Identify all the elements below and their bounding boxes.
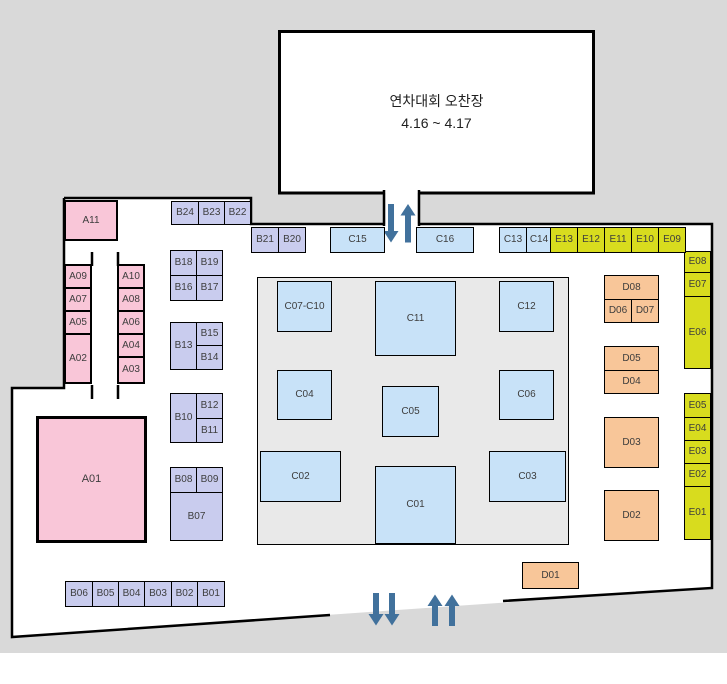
bottom-entry-arrow-up-icon-2 xyxy=(444,594,460,626)
booth-a08: A08 xyxy=(117,287,145,312)
booth-b05: B05 xyxy=(92,581,119,607)
booth-d05: D05 xyxy=(604,346,659,371)
booth-b07: B07 xyxy=(170,492,223,541)
booth-a05: A05 xyxy=(64,310,92,335)
booth-b12: B12 xyxy=(196,393,223,419)
booth-c12: C12 xyxy=(499,281,554,332)
booth-e11: E11 xyxy=(604,227,632,253)
bottom-exit-arrow-down-icon-2 xyxy=(384,593,400,626)
top-exit-arrow-down-icon xyxy=(383,204,399,243)
booth-c04: C04 xyxy=(277,370,332,420)
luncheon-hall-title: 연차대회 오찬장 xyxy=(389,92,484,109)
booth-c02: C02 xyxy=(260,451,341,502)
booth-e10: E10 xyxy=(631,227,659,253)
hall-walls xyxy=(10,190,714,639)
booth-e13: E13 xyxy=(550,227,578,253)
booth-e04: E04 xyxy=(684,417,711,441)
booth-e08: E08 xyxy=(684,251,711,273)
booth-b15: B15 xyxy=(196,322,223,346)
bottom-exit-arrow-down-icon-1 xyxy=(368,593,384,626)
booth-b14: B14 xyxy=(196,345,223,370)
booth-e01: E01 xyxy=(684,486,711,540)
booth-b20: B20 xyxy=(278,227,306,253)
booth-b04: B04 xyxy=(118,581,145,607)
booth-c03: C03 xyxy=(489,451,566,502)
booth-d01: D01 xyxy=(522,562,579,589)
booth-d02: D02 xyxy=(604,490,659,541)
booth-b11: B11 xyxy=(196,418,223,443)
booth-a03: A03 xyxy=(117,356,145,384)
booth-b08: B08 xyxy=(170,467,197,493)
booth-e02: E02 xyxy=(684,463,711,487)
booth-a01: A01 xyxy=(36,416,147,543)
booth-b10: B10 xyxy=(170,393,197,443)
booth-b16: B16 xyxy=(170,275,197,301)
booth-e05: E05 xyxy=(684,393,711,418)
booth-a10: A10 xyxy=(117,264,145,289)
booth-b01: B01 xyxy=(197,581,225,607)
booth-a06: A06 xyxy=(117,310,145,335)
booth-c05: C05 xyxy=(382,386,439,437)
booth-d03: D03 xyxy=(604,417,659,468)
booth-d08: D08 xyxy=(604,275,659,300)
booth-d07: D07 xyxy=(631,299,659,323)
bottom-entry-arrow-up-icon-1 xyxy=(427,594,443,626)
booth-d06: D06 xyxy=(604,299,632,323)
booth-c16: C16 xyxy=(416,227,474,253)
booth-b19: B19 xyxy=(196,250,223,276)
luncheon-hall-dates: 4.16 ~ 4.17 xyxy=(401,115,472,131)
booth-b24: B24 xyxy=(171,201,199,225)
booth-e07: E07 xyxy=(684,272,711,297)
luncheon-hall: 연차대회 오찬장 4.16 ~ 4.17 xyxy=(277,29,596,195)
booth-c06: C06 xyxy=(499,370,554,420)
luncheon-room-outline xyxy=(278,30,595,195)
booth-b23: B23 xyxy=(198,201,225,225)
booth-a11: A11 xyxy=(64,200,118,241)
booth-b13: B13 xyxy=(170,322,197,370)
booth-b18: B18 xyxy=(170,250,197,276)
booth-a02: A02 xyxy=(64,333,92,384)
booth-b09: B09 xyxy=(196,467,223,493)
booth-a04: A04 xyxy=(117,333,145,358)
booth-b22: B22 xyxy=(224,201,251,225)
booth-e12: E12 xyxy=(577,227,605,253)
booth-c07-c10: C07-C10 xyxy=(277,281,332,332)
booth-b21: B21 xyxy=(251,227,279,253)
booth-b17: B17 xyxy=(196,275,223,301)
top-entry-arrow-up-icon xyxy=(400,204,416,243)
booth-c15: C15 xyxy=(330,227,385,253)
booth-c01: C01 xyxy=(375,466,456,544)
booth-e03: E03 xyxy=(684,440,711,464)
booth-a09: A09 xyxy=(64,264,92,289)
booth-b02: B02 xyxy=(171,581,198,607)
booth-c14: C14 xyxy=(526,227,552,253)
booth-e06: E06 xyxy=(684,296,711,369)
booth-c11: C11 xyxy=(375,281,456,356)
luncheon-room-floor xyxy=(278,30,595,193)
booth-b03: B03 xyxy=(144,581,172,607)
booth-b06: B06 xyxy=(65,581,93,607)
booth-e09: E09 xyxy=(658,227,686,253)
booth-c13: C13 xyxy=(499,227,527,253)
booth-d04: D04 xyxy=(604,370,659,394)
booth-a07: A07 xyxy=(64,287,92,312)
